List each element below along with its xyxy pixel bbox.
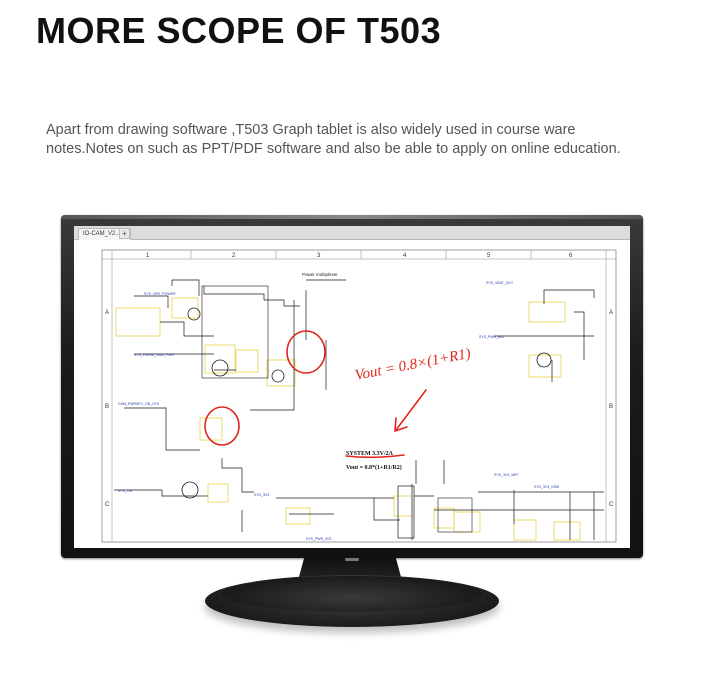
col-number-1: 1 [146, 253, 150, 259]
document-tab-label: IO-CAM_V2... [83, 231, 121, 237]
svg-text:SYS_PWRM_GSM_PWR: SYS_PWRM_GSM_PWR [134, 353, 175, 357]
row-letter-b: B [105, 404, 109, 410]
schematic-sheet: 1 2 3 4 5 6 A B C A B C [101, 249, 617, 543]
svg-text:SYS_3V3_GSM: SYS_3V3_GSM [534, 485, 559, 489]
power-multiplexer-label: Power multiplexer [302, 272, 338, 277]
new-tab-button[interactable]: + [119, 228, 130, 239]
row-letter-b-right: B [609, 404, 613, 410]
regulator-ic [397, 485, 415, 539]
description-line-2: notes.Notes on such as PPT/PDF software … [46, 141, 621, 157]
row-letter-a-right: A [609, 310, 613, 316]
sheet-frame [101, 249, 617, 543]
vout-formula-label: Vout = 0.8*(1+R1/R2) [346, 464, 402, 471]
red-circle-left [204, 406, 240, 446]
row-letter-c: C [105, 502, 110, 508]
red-underline [345, 454, 405, 459]
handwriting-annotations [204, 330, 427, 459]
system-voltage-label: SYSTEM 3.3V/2A [346, 451, 394, 457]
row-letter-a: A [105, 310, 109, 316]
monitor-bezel-highlight [61, 215, 643, 219]
svg-text:SYS_PWR_BAT: SYS_PWR_BAT [479, 335, 505, 339]
transistor-symbols [181, 307, 552, 499]
col-number-3: 3 [317, 253, 321, 259]
svg-text:SYS_3V3_WIFI: SYS_3V3_WIFI [494, 473, 519, 477]
svg-text:SYS_ON: SYS_ON [118, 489, 133, 493]
col-number-6: 6 [569, 253, 573, 259]
monitor-screen: IO-CAM_V2... × + 1 2 3 4 5 6 A B C A B C [74, 226, 630, 548]
ic-block-right [437, 497, 473, 533]
svg-text:GSM_PWRKEY_ON_SYS: GSM_PWRKEY_ON_SYS [118, 402, 160, 406]
component-boxes [115, 297, 581, 541]
page-title: MORE SCOPE OF T503 [36, 10, 442, 51]
net-labels: SYS_GPS_POWER SYS_PWRM_GSM_PWR GSM_PWRKE… [118, 281, 559, 541]
svg-text:SYS_PWR_3V3: SYS_PWR_3V3 [306, 537, 331, 541]
col-number-2: 2 [232, 253, 236, 259]
svg-text:SYS_3V3: SYS_3V3 [254, 493, 269, 497]
col-number-5: 5 [487, 253, 491, 259]
row-letter-c-right: C [609, 502, 614, 508]
description-line-1: Apart from drawing software ,T503 Graph … [46, 122, 576, 138]
svg-text:SYS_GPS_POWER: SYS_GPS_POWER [144, 292, 176, 296]
document-tab-bar: IO-CAM_V2... × + [74, 226, 630, 240]
schematic-wires [114, 279, 604, 540]
col-number-4: 4 [403, 253, 407, 259]
monitor-stand-top [222, 576, 482, 612]
monitor-logo [345, 558, 359, 561]
red-circle-right [286, 330, 326, 374]
red-arrow-shaft [395, 389, 427, 431]
red-arrow-head [394, 417, 408, 433]
description: Apart from drawing software ,T503 Graph … [46, 121, 686, 159]
svg-text:SYS_VBAT_OUT: SYS_VBAT_OUT [486, 281, 514, 285]
